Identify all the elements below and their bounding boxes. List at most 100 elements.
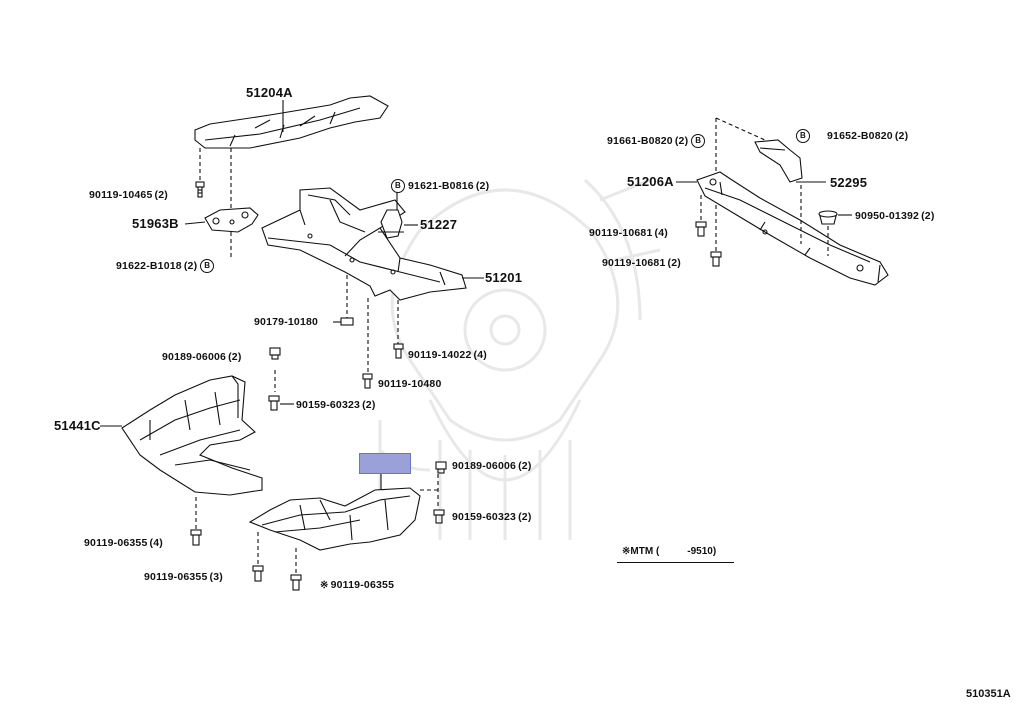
part-number: 91621-B0816 [408, 179, 474, 192]
bolt-90119-14022 [393, 343, 404, 359]
nut-90179-10180 [340, 317, 354, 326]
label-90119-10681-b[interactable]: 90119-10681(2) [602, 257, 681, 269]
label-90159-60323-b[interactable]: 90159-60323(2) [452, 511, 532, 523]
bolt-90119-10480 [362, 373, 373, 389]
quantity: (2) [154, 189, 168, 201]
nut-90189-06006-a [269, 347, 281, 360]
b-symbol-icon: B [691, 134, 706, 148]
quantity: (2) [518, 511, 532, 523]
part-number: 90119-06355 [144, 571, 208, 583]
part-number: 51201 [485, 270, 523, 285]
support-51206a-shape [696, 171, 889, 286]
diagram-code: 510351A [966, 688, 1011, 700]
part-number: 90119-10465 [89, 189, 153, 201]
label-91652-b0820[interactable]: B 91652-B0820(2) [793, 129, 908, 143]
grommet-90950-01392 [818, 210, 838, 225]
part-number: 90159-60323 [296, 399, 361, 411]
part-number: 90159-60323 [452, 511, 517, 523]
label-90950-01392[interactable]: 90950-01392(2) [855, 210, 935, 222]
part-number: 90119-06355 [330, 579, 395, 591]
label-90179-10180[interactable]: 90179-10180 [254, 316, 318, 328]
quantity: (2) [667, 257, 681, 269]
label-51963b[interactable]: 51963B [132, 217, 179, 231]
label-90119-10681-a[interactable]: 90119-10681(4) [589, 227, 668, 239]
quantity: (2) [674, 134, 689, 147]
label-90189-06006-b[interactable]: 90189-06006(2) [452, 460, 532, 472]
part-number: 90179-10180 [254, 316, 319, 328]
leader-51963b [184, 221, 206, 225]
note-symbol: ※ [622, 546, 631, 557]
part-number: 90189-06006 [162, 351, 227, 363]
mtm-applicability-note: ※MTM ( -9510) [622, 546, 716, 557]
quantity: (2) [921, 210, 935, 222]
nut-90189-06006-b [435, 461, 447, 474]
part-number: 91622-B1018 [116, 259, 182, 272]
b-symbol-icon: B [391, 179, 405, 193]
mtm-note-symbol: ※ [320, 580, 329, 591]
undercover-51441c-shape [121, 375, 263, 496]
bolt-90159-60323-b [433, 509, 445, 524]
label-51201[interactable]: 51201 [485, 271, 522, 285]
note-underline [617, 562, 734, 563]
quantity: (4) [473, 349, 487, 361]
bolt-90159-60323-a [268, 395, 280, 411]
note-text: MTM ( [630, 546, 660, 557]
label-90159-60323-a[interactable]: 90159-60323(2) [296, 399, 376, 411]
part-number: 90119-14022 [408, 349, 472, 361]
crossmember-51201-shape [261, 187, 467, 301]
quantity: (4) [149, 537, 163, 549]
mount-51227-shape [378, 209, 404, 239]
engine-undercover-shape [248, 487, 421, 551]
part-number: 90119-10480 [378, 378, 442, 390]
bracket-52295-shape [754, 139, 803, 183]
label-90119-14022[interactable]: 90119-14022(4) [408, 349, 487, 361]
quantity: (2) [362, 399, 376, 411]
bolt-90119-10681-a [695, 221, 707, 237]
b-symbol-icon: B [200, 259, 215, 273]
label-51441c[interactable]: 51441C [54, 419, 101, 433]
part-number: 51204A [246, 85, 293, 100]
bolt-90119-10681-b [710, 251, 722, 267]
note-range: -9510) [687, 546, 717, 557]
label-52295[interactable]: 52295 [830, 176, 867, 190]
part-number: 91652-B0820 [827, 129, 893, 142]
bolt-90119-10465 [195, 181, 205, 198]
label-51206a[interactable]: 51206A [627, 175, 674, 189]
quantity: (2) [894, 129, 909, 142]
part-number: 90189-06006 [452, 460, 517, 472]
bolt-90119-06355-star [290, 574, 302, 591]
part-number: 51963B [132, 216, 179, 231]
label-91661-b0820[interactable]: 91661-B0820(2)B [607, 134, 708, 148]
part-number: 90119-10681 [589, 227, 653, 239]
part-number: 90950-01392 [855, 210, 920, 222]
label-90119-06355-3[interactable]: 90119-06355(3) [144, 571, 223, 583]
part-number: 52295 [830, 175, 868, 190]
quantity: (2) [518, 460, 532, 472]
bolt-90119-06355-3 [252, 565, 264, 582]
bolt-90119-06355-4 [190, 529, 202, 546]
label-90189-06006-a[interactable]: 90189-06006(2) [162, 351, 242, 363]
quantity: (2) [183, 259, 198, 272]
quantity: (4) [654, 227, 668, 239]
part-number: 51206A [627, 174, 674, 189]
part-number: 51441C [54, 418, 101, 433]
highlighted-part-marker[interactable] [359, 453, 411, 474]
part-number: 90119-06355 [84, 537, 148, 549]
label-90119-06355-star[interactable]: ※90119-06355 [320, 579, 394, 592]
part-number: 51227 [420, 217, 458, 232]
bracket-51204a-shape [194, 95, 389, 149]
b-symbol-icon: B [796, 129, 810, 143]
label-51204a[interactable]: 51204A [246, 86, 293, 100]
quantity: (3) [209, 571, 223, 583]
quantity: (2) [228, 351, 242, 363]
label-91622-b1018[interactable]: 91622-B1018(2)B [116, 259, 217, 273]
label-90119-10480[interactable]: 90119-10480 [378, 378, 442, 390]
label-90119-10465[interactable]: 90119-10465(2) [89, 189, 168, 201]
dash-91661-b [715, 117, 766, 141]
label-51227[interactable]: 51227 [420, 218, 457, 232]
label-90119-06355-4[interactable]: 90119-06355(4) [84, 537, 163, 549]
plate-51963b-shape [204, 207, 259, 233]
